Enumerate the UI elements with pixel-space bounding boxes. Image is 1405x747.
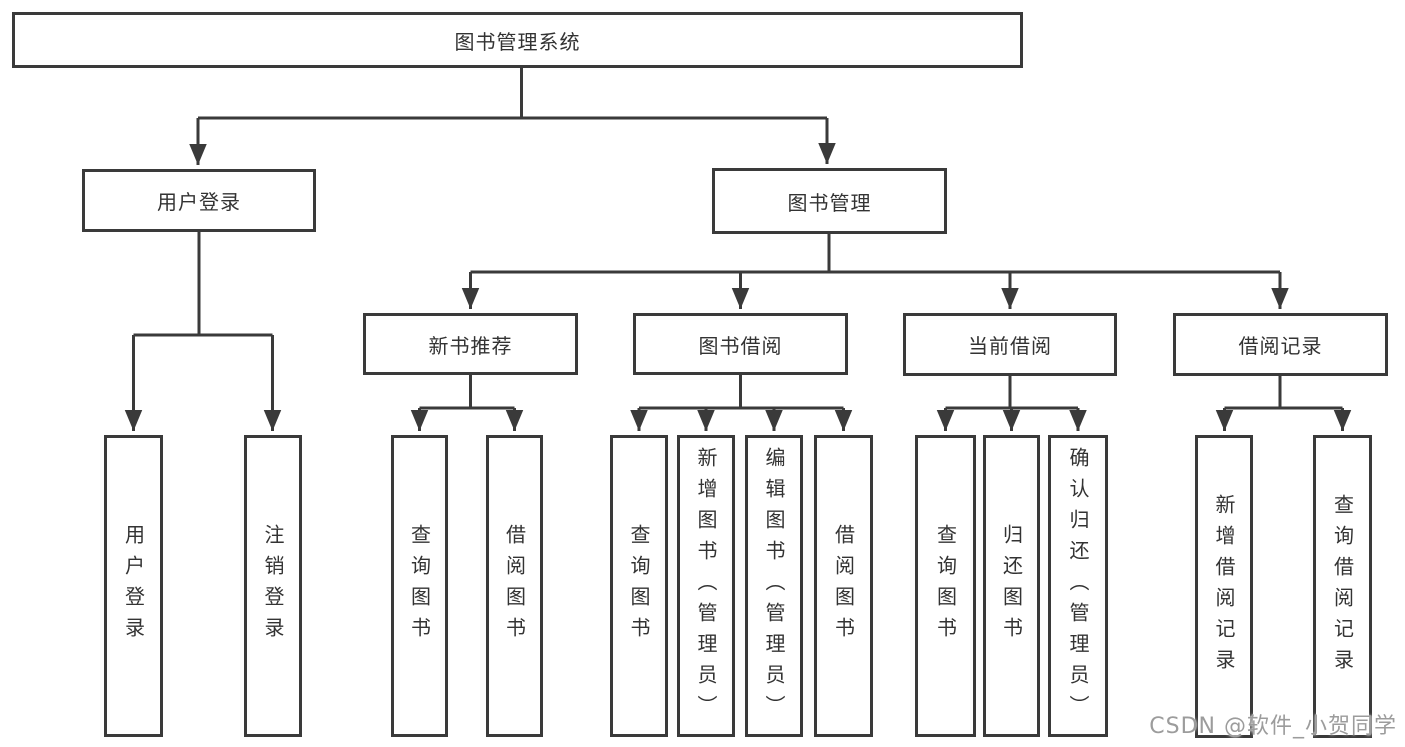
leaf-query-books-current: 查询图书 — [915, 435, 976, 737]
node-new-book-recommendation: 新书推荐 — [363, 313, 578, 375]
node-user-login: 用户登录 — [82, 169, 316, 232]
node-book-management: 图书管理 — [712, 168, 947, 234]
node-current-borrowing: 当前借阅 — [903, 313, 1117, 376]
leaf-confirm-return-admin: 确认归还（管理员） — [1048, 435, 1108, 737]
leaf-query-books-borrowing: 查询图书 — [610, 435, 668, 737]
node-borrowing-records: 借阅记录 — [1173, 313, 1388, 376]
leaf-user-login: 用户登录 — [104, 435, 163, 737]
leaf-query-borrow-record: 查询借阅记录 — [1313, 435, 1372, 738]
node-library-management-system: 图书管理系统 — [12, 12, 1023, 68]
leaf-add-borrow-record: 新增借阅记录 — [1195, 435, 1253, 738]
leaf-add-books-admin: 新增图书（管理员） — [677, 435, 735, 737]
leaf-query-books-recommend: 查询图书 — [391, 435, 448, 737]
leaf-edit-books-admin: 编辑图书（管理员） — [745, 435, 803, 737]
leaf-return-books: 归还图书 — [983, 435, 1040, 737]
node-book-borrowing: 图书借阅 — [633, 313, 848, 375]
csdn-watermark: CSDN @软件_小贺同学 — [1149, 714, 1397, 739]
leaf-borrow-books-borrowing: 借阅图书 — [814, 435, 873, 737]
leaf-borrow-books-recommend: 借阅图书 — [486, 435, 543, 737]
leaf-logout: 注销登录 — [244, 435, 302, 737]
